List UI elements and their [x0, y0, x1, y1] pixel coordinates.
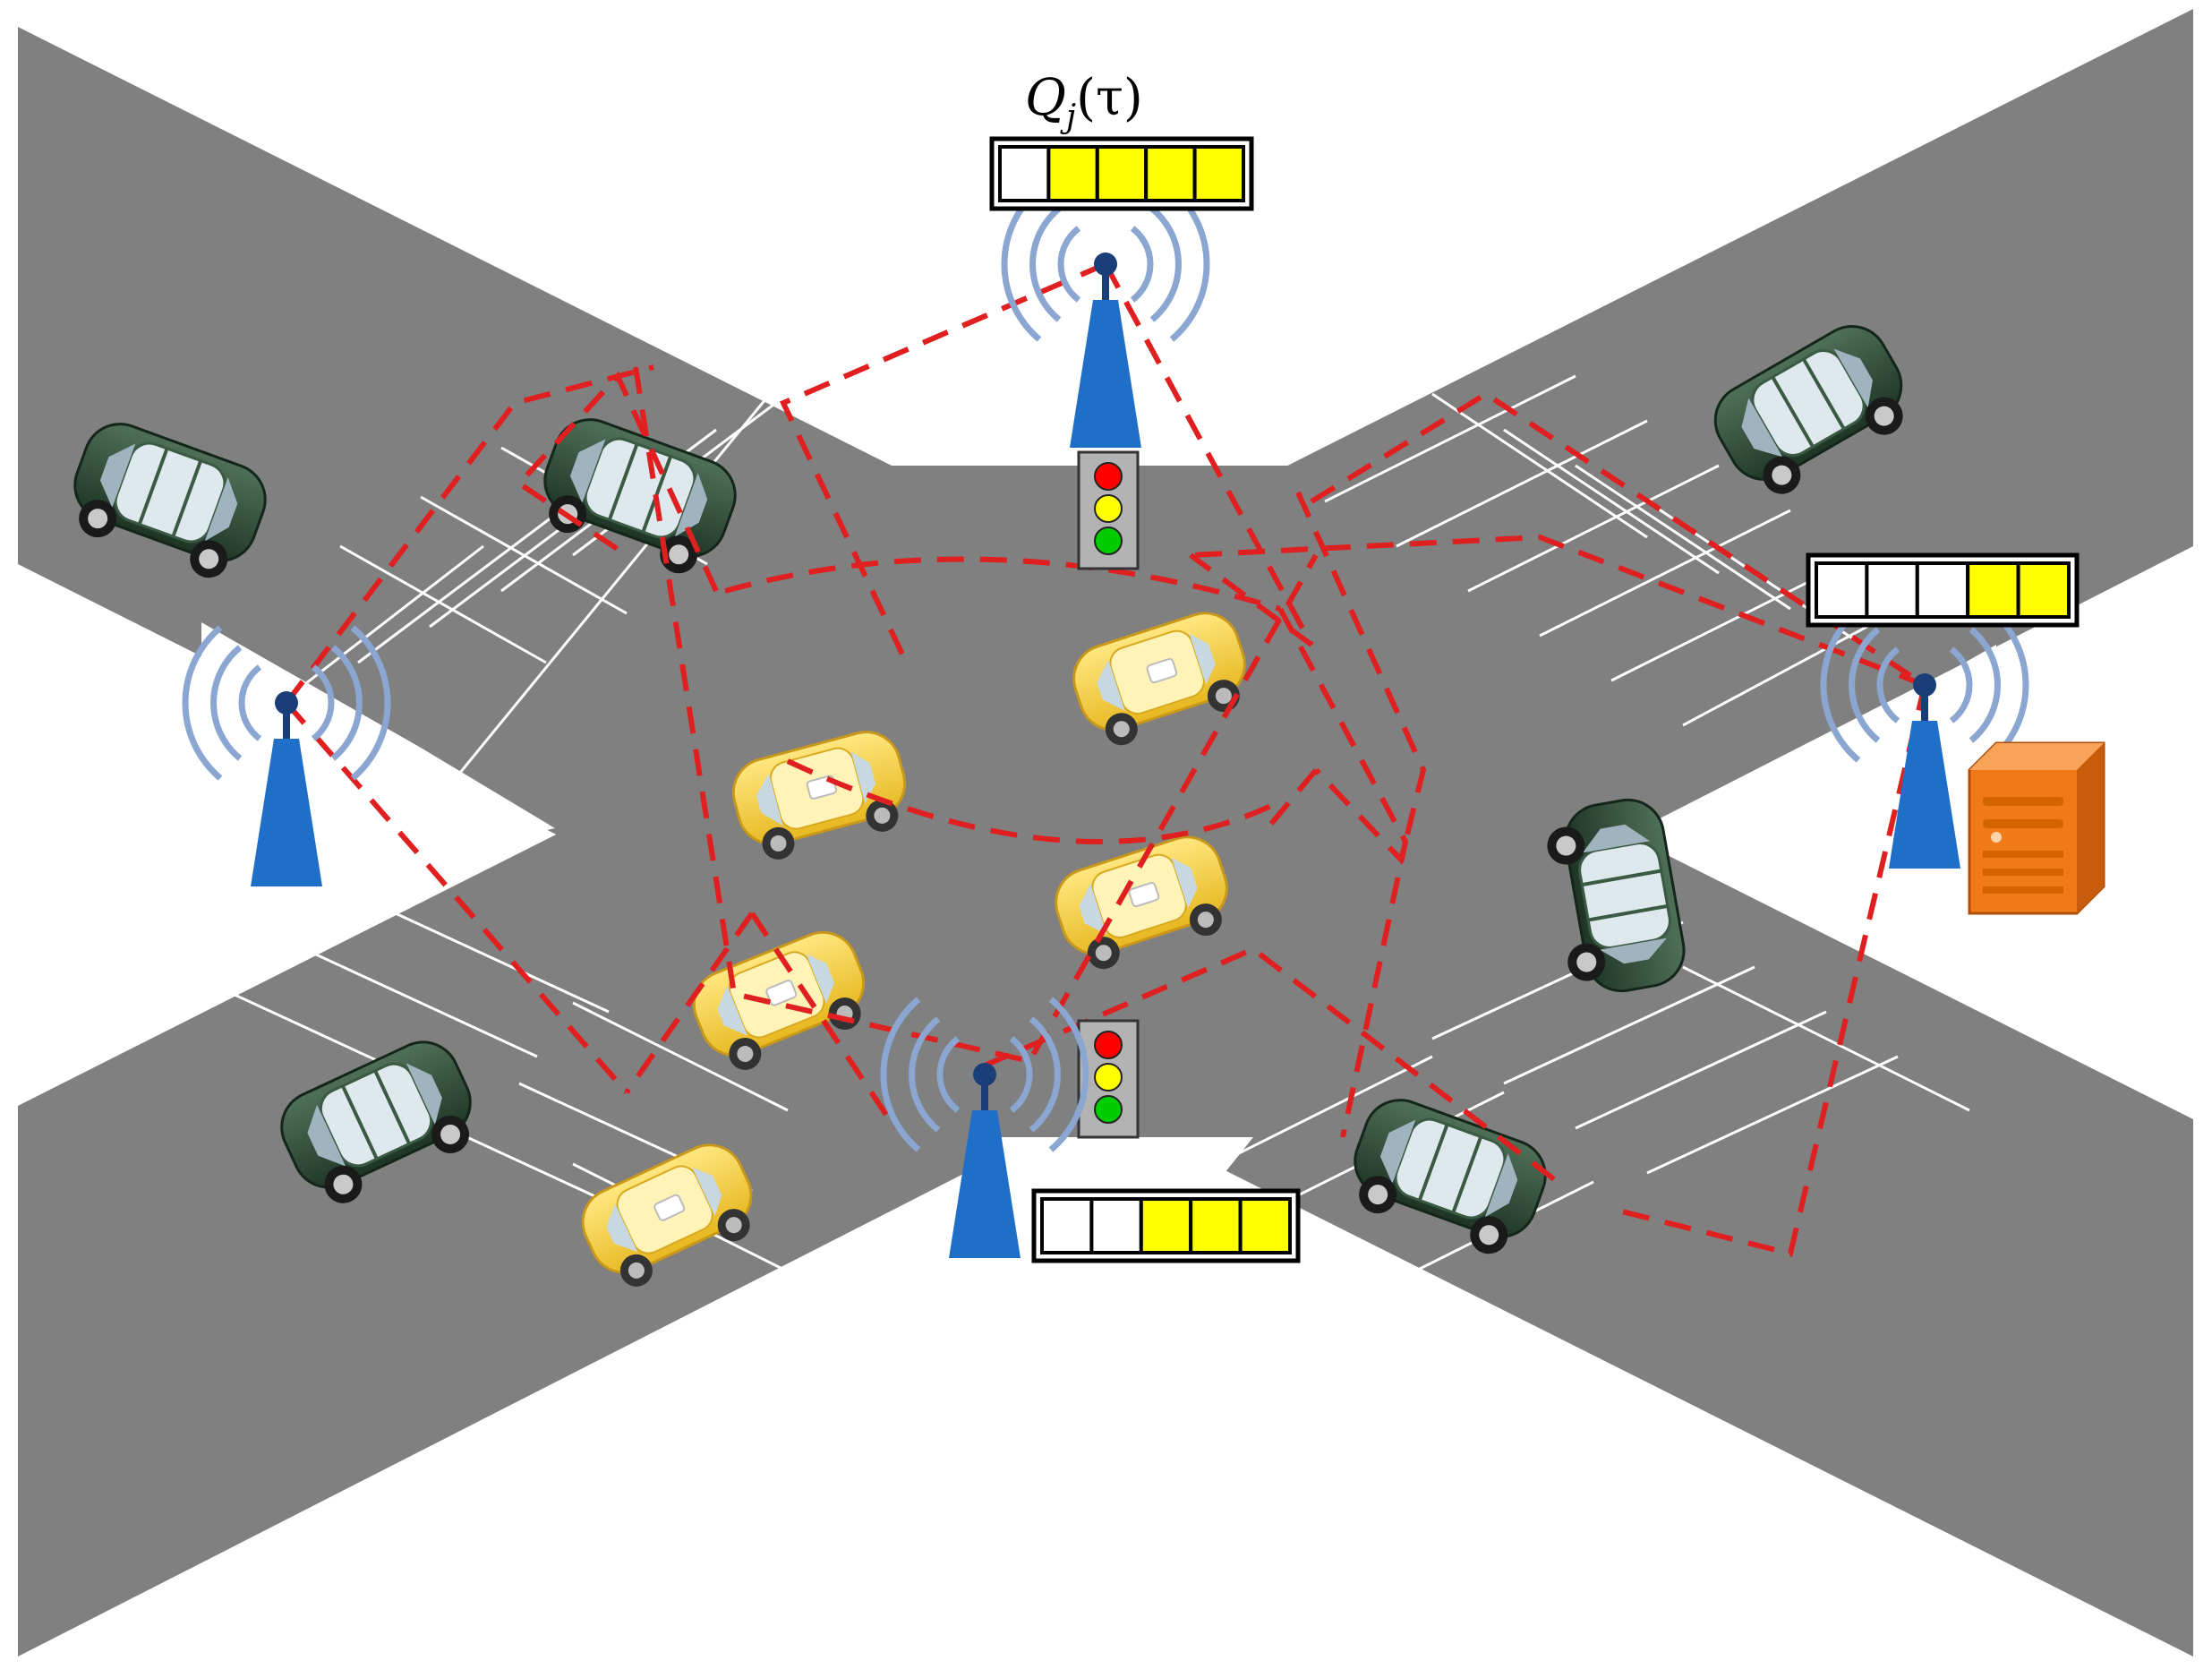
queue-slot-filled [1095, 145, 1149, 202]
queue-slot-filled [1139, 1197, 1193, 1254]
queue-buffer-bottom [1031, 1188, 1301, 1263]
queue-slot-filled [1144, 145, 1197, 202]
queue-slot-empty [1040, 1197, 1094, 1254]
queue-label-main: Q [1025, 69, 1066, 127]
median-bottom [985, 1137, 1253, 1182]
antenna-tower-icon [1004, 189, 1207, 448]
queue-slot-filled [1966, 561, 2020, 619]
queue-slot-filled [1189, 1197, 1243, 1254]
queue-slot-empty [1865, 561, 1919, 619]
queue-buffer-top [989, 136, 1254, 211]
server-icon [1968, 741, 2105, 915]
queue-slot-empty [1915, 561, 1970, 619]
queue-buffer-right [1806, 552, 2080, 628]
queue-slot-filled [1192, 145, 1245, 202]
queue-slot-empty [1815, 561, 1869, 619]
queue-label: Qj(τ) [1025, 69, 1143, 135]
queue-slot-empty [998, 145, 1051, 202]
queue-slot-filled [1238, 1197, 1292, 1254]
queue-label-arg: (τ) [1076, 69, 1143, 127]
traffic-light-icon [1077, 450, 1140, 570]
queue-slot-filled [1046, 145, 1099, 202]
queue-slot-filled [2016, 561, 2071, 619]
queue-slot-empty [1089, 1197, 1143, 1254]
